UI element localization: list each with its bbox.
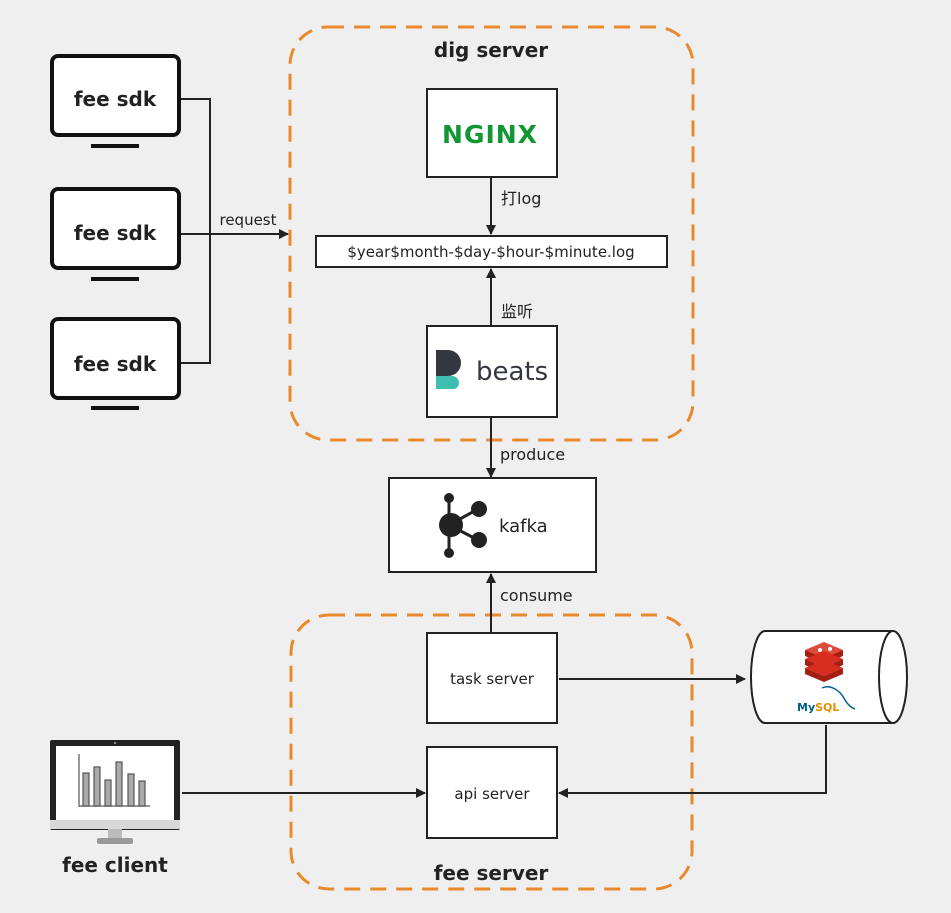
svg-text:MySQL: MySQL [797, 701, 839, 714]
listen-edge-label: 监听 [501, 302, 533, 321]
kafka-node: kafka [388, 477, 597, 573]
task-server-node: task server [426, 632, 558, 724]
produce-edge-label: produce [500, 445, 565, 464]
fee-sdk-monitor-2: fee sdk [50, 187, 181, 281]
fee-server-title: fee server [434, 861, 549, 885]
fee-client-label: fee client [62, 853, 168, 877]
mysql-logo-my: My [797, 701, 815, 714]
fee-sdk-label: fee sdk [74, 87, 157, 111]
write-log-edge-label: 打log [501, 189, 541, 208]
dig-server-title: dig server [434, 38, 548, 62]
nginx-node: NGINX [426, 88, 558, 178]
beats-icon [436, 350, 461, 390]
log-file-node: $year$month-$day-$hour-$minute.log [315, 235, 668, 268]
bar-chart-icon [78, 754, 150, 807]
log-file-label: $year$month-$day-$hour-$minute.log [347, 243, 634, 261]
kafka-icon [439, 493, 487, 558]
beats-label: beats [476, 357, 548, 387]
api-server-node: api server [426, 746, 558, 839]
mysql-icon: MySQL [797, 686, 856, 714]
consume-edge-label: consume [500, 586, 573, 605]
db-to-api-arrow [558, 725, 827, 798]
task-server-label: task server [450, 670, 535, 688]
request-edge-label: request [219, 211, 276, 229]
beats-node: beats [426, 325, 558, 418]
mysql-logo-sql: SQL [815, 701, 839, 714]
fee-sdk-monitor-3: fee sdk [50, 317, 181, 410]
fee-sdk-label: fee sdk [74, 221, 157, 245]
api-server-label: api server [454, 785, 530, 803]
sdk-connectors [181, 98, 289, 364]
database-node: MySQL [750, 630, 908, 724]
fee-sdk-label: fee sdk [74, 352, 157, 376]
redis-icon [805, 642, 843, 682]
nginx-logo: NGINX [442, 120, 538, 149]
fee-sdk-monitor-1: fee sdk [50, 54, 181, 148]
kafka-label: kafka [499, 516, 548, 537]
fee-client-monitor [50, 740, 180, 844]
